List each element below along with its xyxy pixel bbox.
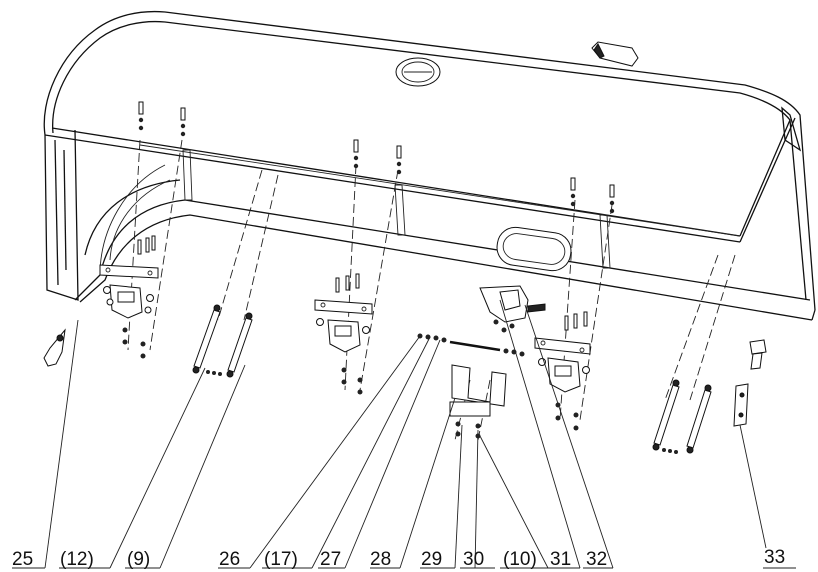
callout-25: 25 xyxy=(12,549,33,570)
callout-labels: 25 (12) (9) 26 (17) 27 28 29 30 (10) 31 … xyxy=(12,547,785,570)
callout-31: 31 xyxy=(550,549,571,570)
leader-lines xyxy=(12,299,796,569)
gas-springs-left xyxy=(192,304,253,378)
callout-33: 33 xyxy=(764,547,785,568)
hinge-assembly-left xyxy=(99,235,159,359)
callout-30: 30 xyxy=(463,549,484,570)
alignment-lines xyxy=(127,139,736,441)
callout-26: 26 xyxy=(219,549,240,570)
part-33-bracket xyxy=(733,339,767,427)
gas-springs-right xyxy=(652,379,712,454)
hinge-assembly-right xyxy=(534,311,591,431)
hinge-assembly-center xyxy=(314,273,373,395)
callout-32: 32 xyxy=(586,549,607,570)
hood-cover xyxy=(43,10,816,367)
callout-17: (17) xyxy=(264,549,298,570)
callout-29: 29 xyxy=(421,549,442,570)
bracket-assembly xyxy=(449,364,507,439)
callout-28: 28 xyxy=(370,549,391,570)
callout-27: 27 xyxy=(320,549,341,570)
latch-assembly xyxy=(479,285,546,333)
callout-10: (10) xyxy=(503,549,537,570)
callout-12: (12) xyxy=(60,549,94,570)
rod-assembly xyxy=(417,333,525,357)
callout-9: (9) xyxy=(127,549,150,570)
bolts xyxy=(138,101,615,214)
